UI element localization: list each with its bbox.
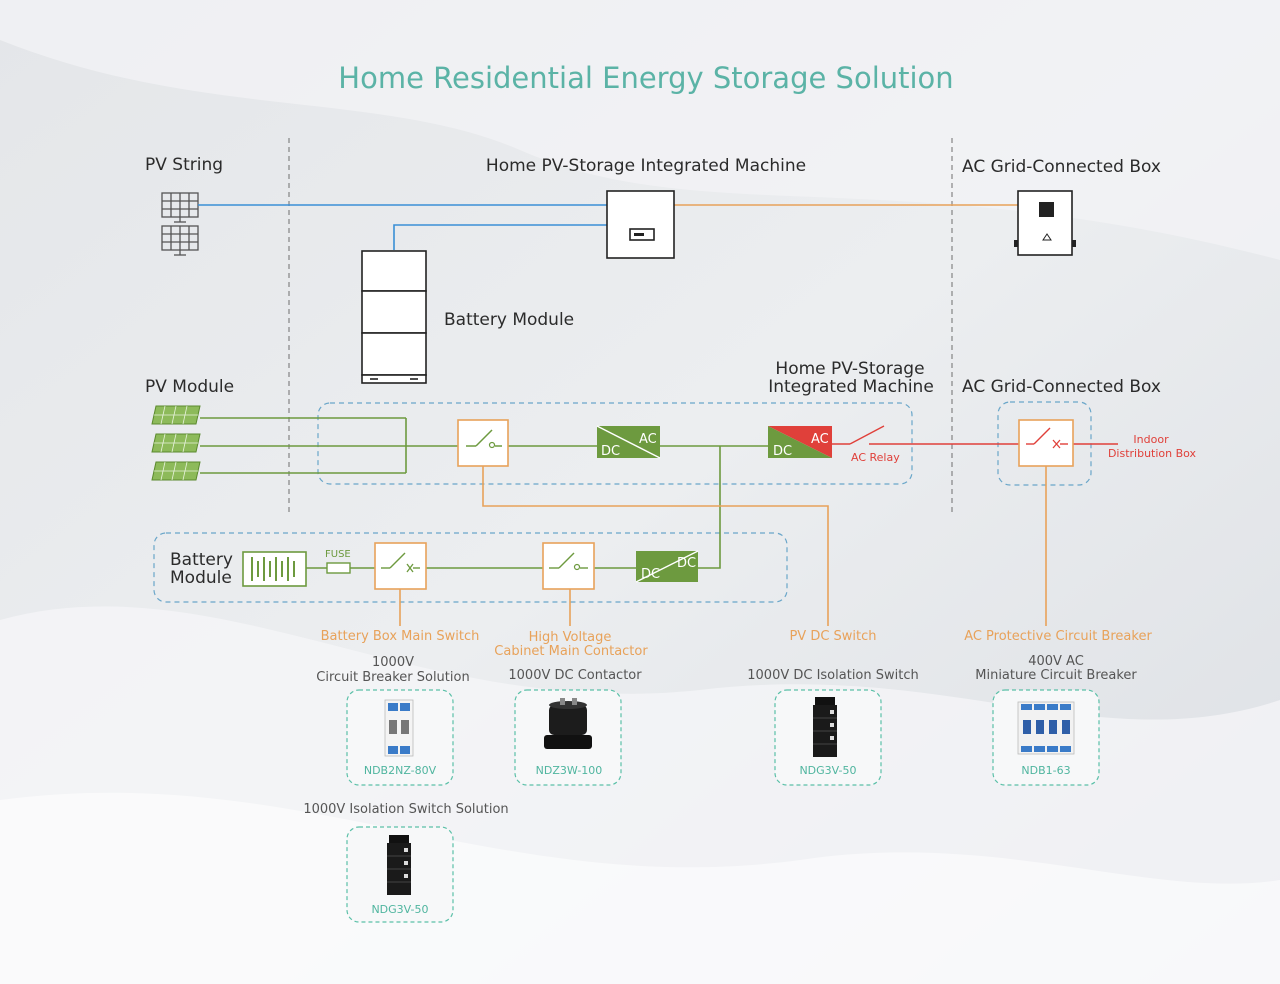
ac-relay-icon <box>832 425 1118 445</box>
battery-label-1: Battery <box>170 550 233 570</box>
machine-label-mid-1: Home PV-Storage <box>775 359 924 379</box>
contactor-icon <box>544 698 592 749</box>
battery-main-switch-icon <box>374 542 427 590</box>
dcdc-dc-right: DC <box>677 556 696 571</box>
product-card-ndb2nz[interactable]: NDB2NZ-80V <box>346 689 454 786</box>
component-label: Cabinet Main Contactor <box>494 644 648 659</box>
indoor-label-2: Distribution Box <box>1108 447 1197 460</box>
page-title: Home Residential Energy Storage Solution <box>338 61 953 95</box>
product-name: NDG3V-50 <box>799 764 856 777</box>
mcb-4pole-icon <box>1017 701 1075 755</box>
component-spec: 1000V DC Isolation Switch <box>747 668 918 683</box>
component-spec: 1000V DC Contactor <box>508 668 642 683</box>
inverter-icon <box>606 190 675 259</box>
pv-string-label: PV String <box>145 155 223 175</box>
battery-dc-line <box>393 224 607 250</box>
battery-label-top: Battery Module <box>444 310 574 330</box>
dcac-dc-label: DC <box>601 444 620 459</box>
pv-module-grid <box>154 405 198 481</box>
product-card-ndz3w[interactable]: NDZ3W-100 <box>514 689 622 786</box>
dcdc-dc-left: DC <box>641 567 660 582</box>
pv-module-label: PV Module <box>145 377 234 397</box>
product-name: NDB1-63 <box>1021 764 1070 777</box>
machine-boundary <box>317 402 913 485</box>
product-card-ndb1[interactable]: NDB1-63 <box>992 689 1100 786</box>
pv-switch-icon <box>457 419 509 467</box>
isolation-switch-icon <box>813 697 837 757</box>
ac-box-icon <box>1014 190 1076 256</box>
machine-label-top: Home PV-Storage Integrated Machine <box>486 156 806 176</box>
component-spec: Circuit Breaker Solution <box>316 670 469 685</box>
battery-label-2: Module <box>170 568 232 588</box>
machine-label-mid-2: Integrated Machine <box>768 377 934 397</box>
leader-lines <box>399 466 1047 626</box>
inverter-dc-ac-icon <box>768 426 832 458</box>
extra-spec: 1000V Isolation Switch Solution <box>303 802 508 817</box>
ac-box-label-mid: AC Grid-Connected Box <box>962 377 1161 397</box>
product-name: NDG3V-50 <box>371 903 428 916</box>
ac-box-label-top: AC Grid-Connected Box <box>962 157 1161 177</box>
fuse-icon <box>326 562 351 574</box>
bg-wave-1 <box>0 0 1280 260</box>
indoor-label-1: Indoor <box>1133 433 1169 446</box>
component-label: PV DC Switch <box>789 629 876 644</box>
battery-stack-icon <box>361 250 427 384</box>
inverter-dc-label: DC <box>773 444 792 459</box>
component-pv-dc-switch: PV DC Switch 1000V DC Isolation Switch <box>747 629 918 683</box>
battery-cell-icon <box>242 551 307 587</box>
hv-contactor-icon <box>542 542 595 590</box>
component-hv-contactor: High Voltage Cabinet Main Contactor 1000… <box>494 630 648 683</box>
inverter-ac-label: AC <box>811 432 829 447</box>
battery-boundary <box>153 532 788 603</box>
dc-ac-converter-icon <box>596 425 661 459</box>
solar-panel-icon <box>161 192 199 256</box>
component-spec: 400V AC <box>1028 654 1084 669</box>
component-spec: Miniature Circuit Breaker <box>975 668 1137 683</box>
component-label: AC Protective Circuit Breaker <box>964 629 1152 644</box>
dc-wiring <box>200 417 768 569</box>
bg-wave-3 <box>0 792 1280 984</box>
component-battery-box: Battery Box Main Switch 1000V Circuit Br… <box>316 629 479 685</box>
dcac-ac-label: AC <box>639 432 657 447</box>
mcb-2pole-icon <box>384 699 414 757</box>
ac-breaker-icon <box>1018 419 1074 467</box>
component-ac-breaker: AC Protective Circuit Breaker 400V AC Mi… <box>964 629 1152 683</box>
component-label: High Voltage <box>529 630 612 645</box>
component-label: Battery Box Main Switch <box>321 629 480 644</box>
product-card-ndg3v-pv[interactable]: NDG3V-50 <box>774 689 882 786</box>
product-card-ndg3v-extra[interactable]: NDG3V-50 <box>346 826 454 923</box>
isolation-switch-icon <box>387 835 411 895</box>
ac-relay-label: AC Relay <box>851 451 900 464</box>
product-name: NDZ3W-100 <box>536 764 603 777</box>
component-spec: 1000V <box>372 655 414 670</box>
fuse-label: FUSE <box>325 549 351 560</box>
dc-dc-converter-icon <box>635 550 699 583</box>
product-name: NDB2NZ-80V <box>364 764 437 777</box>
